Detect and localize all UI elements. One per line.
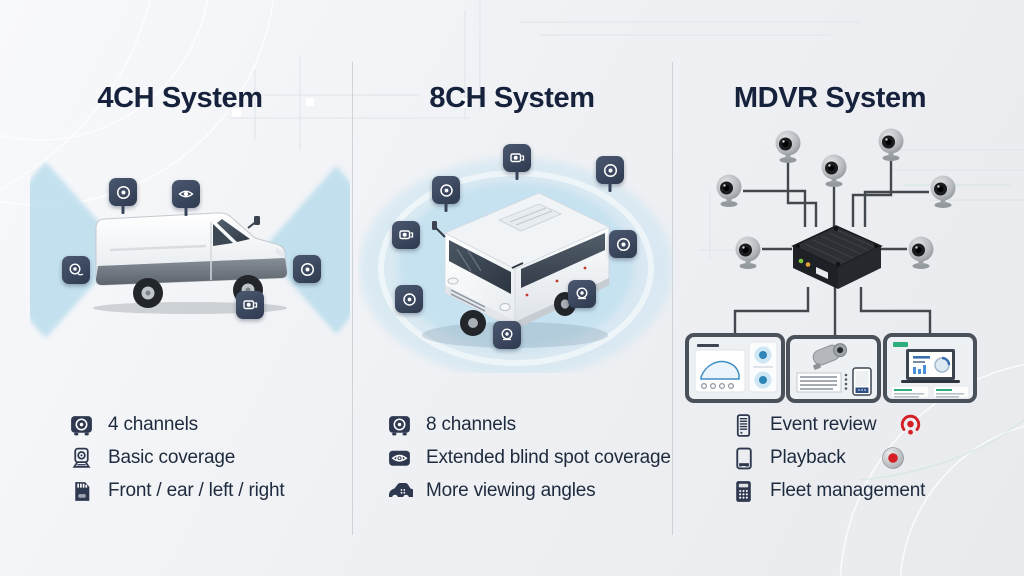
monitor-route-screen [685, 333, 785, 403]
camera-badge-lens-icon [109, 178, 137, 206]
feature-row: Front / ear / left / right [68, 478, 285, 505]
webcam-icon [68, 445, 95, 472]
feature-label: 4 channels [108, 414, 198, 435]
feature-row: Playback [730, 445, 925, 471]
bus-scene [358, 128, 673, 373]
box-camera-icon [68, 412, 95, 439]
camera-badge-rearcam-icon [503, 144, 531, 172]
box-camera-icon [386, 412, 413, 439]
column-title-4ch: 4CH System [97, 82, 263, 115]
van-scene [30, 148, 350, 353]
monitor-camera-screen [786, 335, 881, 403]
record-button-icon [881, 446, 905, 470]
feature-label: More viewing angles [426, 480, 596, 501]
feature-label: Playback [770, 447, 846, 468]
feature-label: 8 channels [426, 414, 516, 435]
tablet-icon [730, 445, 757, 472]
camera-badge-rearcam-icon [236, 291, 264, 319]
feature-label: Basic coverage [108, 447, 236, 468]
monitor-report-screen [883, 333, 977, 403]
divider-right [672, 62, 673, 535]
feature-list-mdvr: Event review Playback Fleet management [730, 412, 925, 504]
feature-label: Extended blind spot coverage [426, 447, 671, 468]
camera-badge-eye-icon [172, 180, 200, 208]
feature-list-8ch: 8 channels Extended blind spot coverage … [386, 412, 671, 504]
camera-badge-lens-icon [596, 156, 624, 184]
divider-left [352, 62, 353, 535]
camera-badge-lens-icon [395, 285, 423, 313]
live-broadcast-icon [899, 414, 922, 437]
feature-row: Basic coverage [68, 445, 284, 471]
keypad-icon [730, 478, 757, 505]
feature-row: 8 channels [386, 412, 671, 438]
feature-row: 4 channels [68, 412, 284, 438]
camera-badge-lens-icon [609, 230, 637, 258]
mdvr-recorder [791, 225, 883, 289]
camera-badge-rearcam-icon [392, 221, 420, 249]
vehicle-camera-icon [386, 478, 413, 505]
bus-illustration [422, 192, 610, 348]
feature-list-4ch: 4 channels Basic coverage Front / ear / … [68, 412, 285, 505]
feature-label: Front / ear / left / right [108, 480, 285, 501]
camera-badge-lens-icon [432, 176, 460, 204]
server-icon [730, 412, 757, 439]
van-illustration [93, 212, 288, 314]
feature-row: More viewing angles [386, 478, 671, 504]
column-title-mdvr: MDVR System [733, 82, 927, 115]
feature-label: Fleet management [770, 480, 926, 501]
sd-card-icon [68, 478, 95, 505]
camera-badge-dome-icon [568, 280, 596, 308]
column-title-8ch: 8CH System [429, 82, 595, 115]
feature-label: Event review [770, 414, 877, 435]
mdvr-network-scene [685, 115, 1020, 410]
connection-lines [733, 157, 932, 337]
camera-badge-lens-icon [293, 255, 321, 283]
feature-row: Event review [730, 412, 925, 438]
coverage-cones [30, 162, 350, 338]
eye-icon [386, 445, 413, 472]
feature-row: Extended blind spot coverage [386, 445, 671, 471]
camera-badge-dome-icon [62, 256, 90, 284]
feature-row: Fleet management [730, 478, 925, 504]
camera-badge-dome-icon [493, 321, 521, 349]
